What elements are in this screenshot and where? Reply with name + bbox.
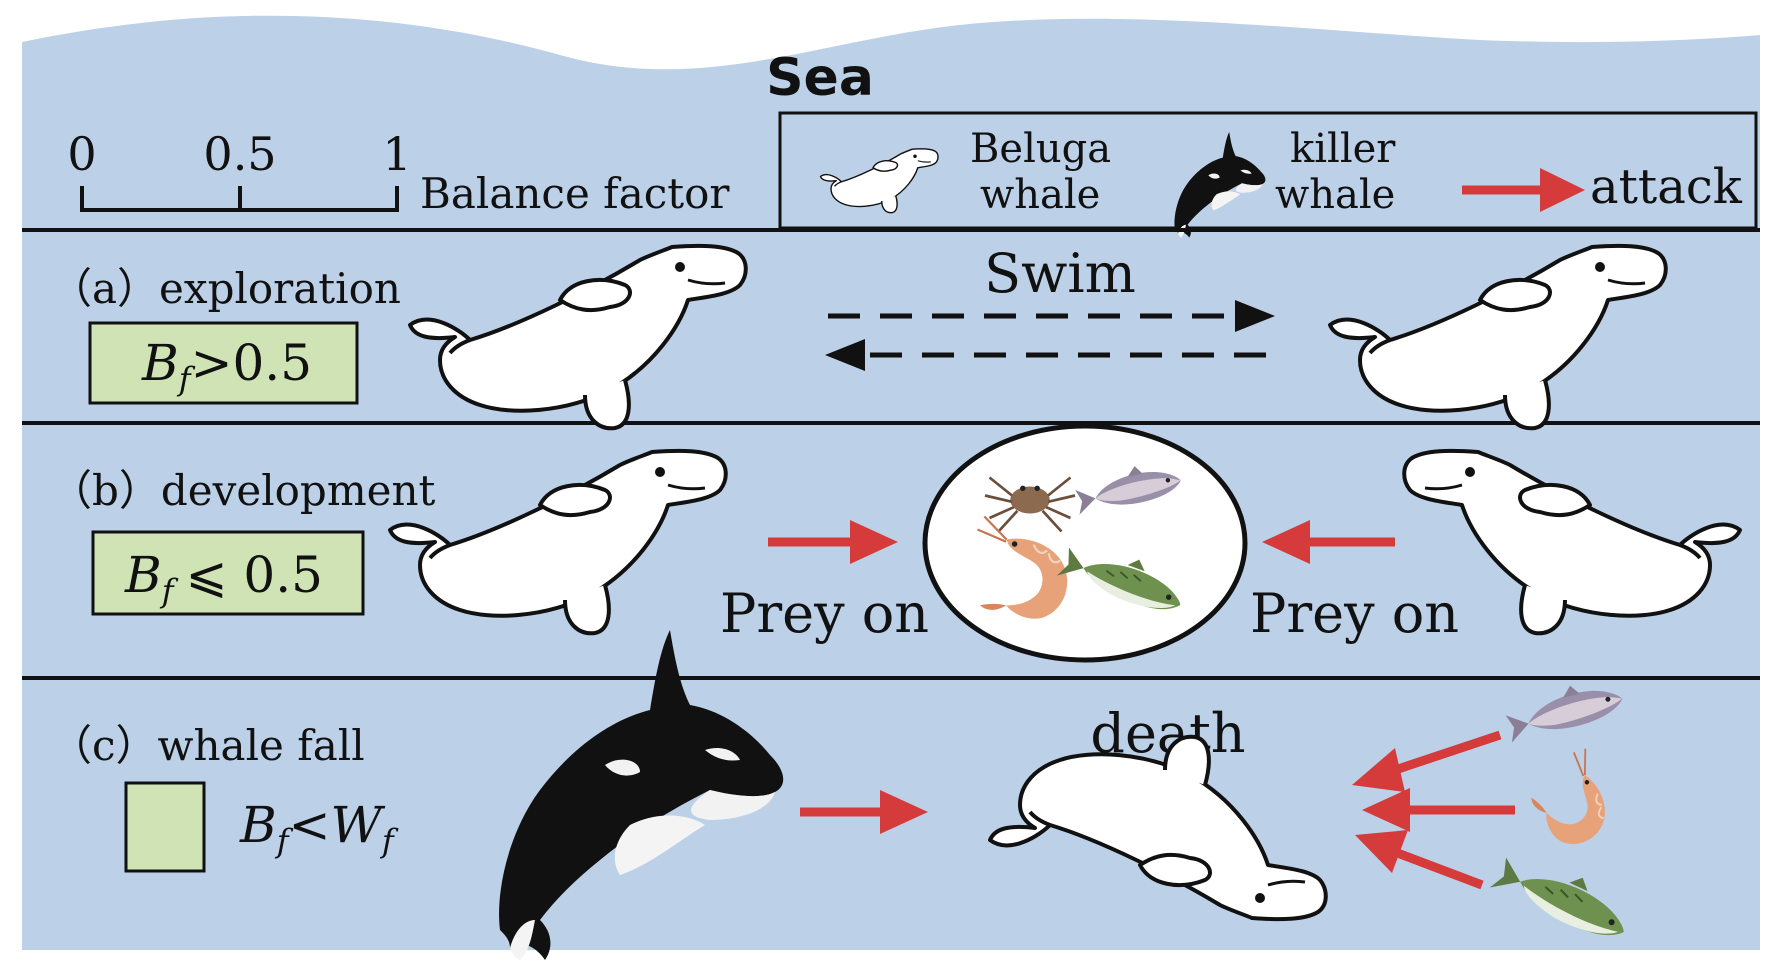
- phase-b-condition-box: [91, 530, 365, 616]
- attack-arrow-b-right: [1262, 520, 1395, 564]
- legend-killer-line1: killer: [1290, 126, 1396, 172]
- attack-arrow-c-top: [1352, 730, 1502, 792]
- phase-b-label: （b）development: [50, 466, 436, 515]
- attack-arrow-c-orca: [800, 790, 928, 834]
- attack-arrow-c-bottom: [1355, 830, 1484, 890]
- legend-attack-label: attack: [1590, 159, 1743, 215]
- phase-a-condition-box: [88, 321, 359, 405]
- phase-c-condition: Bf<Wf: [239, 796, 399, 860]
- phase-b-development: （b）development Bf⩽ 0.5 Prey on Pr: [50, 423, 1742, 663]
- phase-a-label: （a）exploration: [50, 264, 401, 313]
- legend-beluga-line1: Beluga: [970, 126, 1111, 172]
- phase-b-condition: Bf⩽ 0.5: [124, 546, 323, 610]
- scale-tick-05: 0.5: [203, 127, 276, 181]
- prey-on-left: Prey on: [720, 582, 929, 645]
- scale-tick-1: 1: [382, 127, 411, 181]
- balance-factor-scale: 0 0.5 1 Balance factor: [67, 127, 730, 218]
- phase-c-condition-box: [124, 781, 206, 873]
- attack-arrow-b-left: [768, 520, 898, 564]
- phase-c-label: （c）whale fall: [50, 721, 365, 770]
- legend-box: Beluga whale killer whale attack: [778, 111, 1758, 238]
- swim-label: Swim: [984, 242, 1136, 305]
- attack-arrow-c-middle: [1362, 788, 1515, 832]
- attack-arrow-icon: [1462, 168, 1585, 212]
- legend-beluga-line2: whale: [980, 172, 1100, 218]
- prey-on-right: Prey on: [1250, 582, 1459, 645]
- scale-label: Balance factor: [420, 169, 730, 218]
- scale-tick-0: 0: [67, 127, 96, 181]
- phase-c-whale-fall: （c）whale fall Bf<Wf death: [50, 630, 1639, 960]
- phase-a-exploration: （a）exploration Bf>0.5 Swim: [50, 242, 1668, 431]
- title-sea: Sea: [766, 48, 874, 108]
- phase-a-condition: Bf>0.5: [141, 334, 312, 398]
- sea-background: [22, 15, 1760, 951]
- prey-circle: [922, 423, 1248, 663]
- legend-killer-line2: whale: [1275, 172, 1395, 218]
